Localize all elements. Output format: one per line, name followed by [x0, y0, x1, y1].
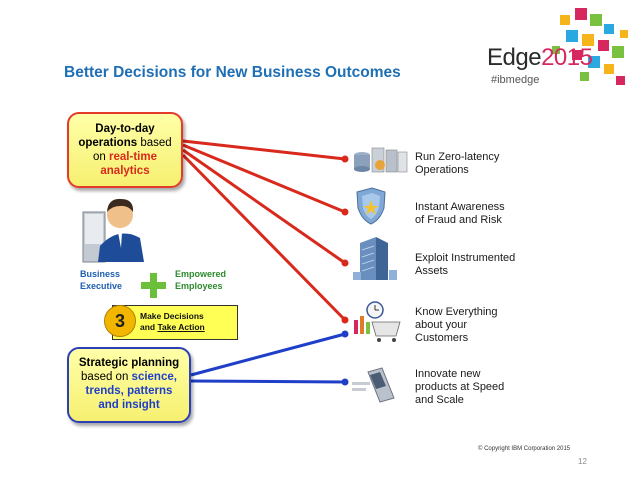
red-connectors	[181, 139, 347, 322]
strat-box-line2: based on science,	[81, 371, 177, 383]
business-executive-label: Business Executive	[80, 269, 123, 291]
day-box-line3: on real-time	[93, 151, 157, 163]
security-shield-icon	[356, 187, 386, 225]
shopping-cart-icon	[354, 301, 401, 342]
day-box-line2: operations based	[78, 137, 172, 149]
copyright-notice: © Copyright IBM Corporation 2015	[478, 446, 571, 452]
blue-connectors	[190, 332, 346, 384]
day-box-line1: Day-to-day	[95, 123, 155, 135]
edge-logo: Edge2015	[487, 44, 593, 71]
handheld-device-icon	[352, 367, 395, 403]
step-number-badge: 3	[104, 305, 136, 337]
page-number: 12	[578, 457, 587, 466]
database-servers-icon	[354, 147, 408, 173]
edge-logo-mosaic	[552, 8, 628, 85]
red-connector-dots	[341, 155, 349, 324]
slide-title: Better Decisions for New Business Outcom…	[64, 64, 401, 81]
blue-connector-dots	[341, 330, 349, 386]
day-to-day-operations-box: Day-to-day operations based on real-time…	[67, 112, 183, 188]
empowered-employees-label: Empowered Employees	[175, 269, 227, 291]
strategic-planning-box: Strategic planning based on science, tre…	[67, 347, 191, 423]
building-icon	[353, 237, 397, 280]
business-executive-icon	[82, 198, 144, 263]
strat-box-line3: trends, patterns	[85, 385, 173, 397]
make-decisions-text: Make Decisions and Take Action	[140, 311, 205, 332]
day-box-line4: analytics	[100, 165, 150, 177]
empowered-plus-icon	[141, 273, 166, 298]
strat-box-line4: and insight	[98, 399, 160, 411]
edge-hashtag: #ibmedge	[491, 74, 540, 86]
strat-box-line1: Strategic planning	[78, 357, 180, 369]
